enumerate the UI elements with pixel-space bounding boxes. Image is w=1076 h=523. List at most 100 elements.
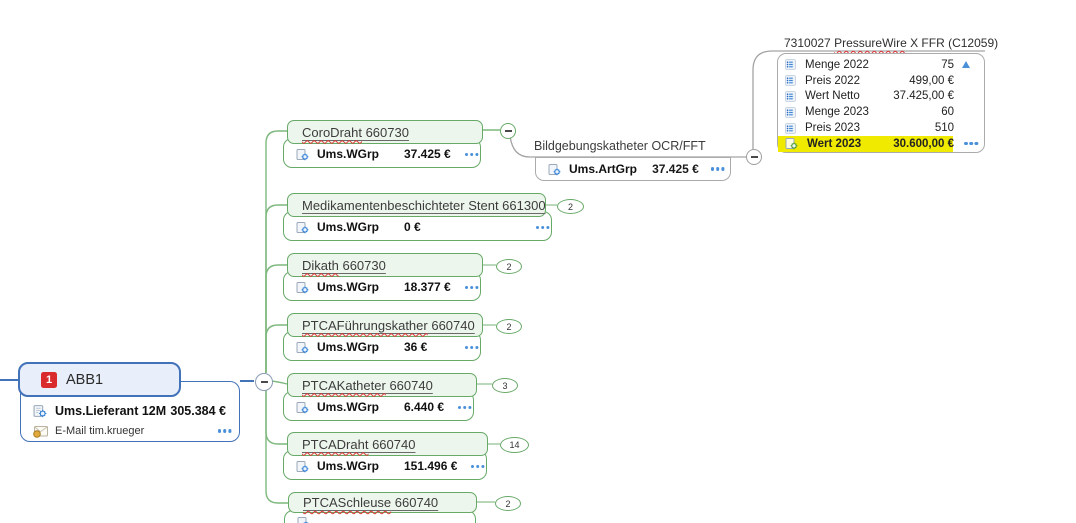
- property-label: Preis 2022: [805, 74, 860, 87]
- more-dots-icon[interactable]: [964, 142, 968, 146]
- topic-title: PTCAFührungskather 660740: [302, 317, 475, 333]
- topic-ptcakatheter[interactable]: PTCAKatheter 660740: [287, 373, 477, 397]
- property-value: 37.425 €: [652, 162, 699, 176]
- calc-icon: [785, 137, 798, 150]
- topic-title: PTCADraht 660740: [302, 436, 416, 452]
- topic-title: Medikamentenbeschichteter Stent 661300: [302, 197, 546, 213]
- property-row[interactable]: Ums.WGrp 151.496 €: [284, 455, 486, 477]
- topic-title: Dikath 660730: [302, 257, 386, 273]
- property-row[interactable]: Ums.WGrp 0 €: [284, 216, 551, 238]
- property-value: 0 €: [404, 220, 421, 234]
- email-icon: [33, 425, 48, 438]
- subtopic-count-badge[interactable]: 2: [496, 319, 522, 334]
- property-label: E-Mail tim.krueger: [55, 425, 145, 437]
- property-value: 75: [941, 58, 954, 71]
- topic-pressurewire-properties: Menge 2022 75 Preis 2022 499,00 € Wert N…: [777, 53, 985, 153]
- topic-title: PTCASchleuse 660740: [303, 495, 439, 510]
- property-value: 30.600,00 €: [893, 137, 954, 150]
- formula-icon: [296, 221, 309, 234]
- collapse-toggle-root[interactable]: [255, 373, 273, 391]
- topic-title: 7310027 PressureWire X FFR (C12059): [784, 36, 999, 50]
- more-dots-icon[interactable]: [457, 406, 461, 410]
- topic-corodraht[interactable]: CoroDraht 660730: [287, 120, 483, 144]
- property-label: Menge 2022: [805, 58, 869, 71]
- property-row-ums-lieferant[interactable]: Ums.Lieferant 12M 305.384 €: [21, 399, 239, 422]
- topic-ptcadraht[interactable]: PTCADraht 660740: [287, 432, 488, 456]
- formula-icon: [296, 401, 309, 414]
- topic-ptcafuehrungskather[interactable]: PTCAFührungskather 660740: [287, 313, 483, 337]
- more-dots-icon[interactable]: [464, 286, 468, 290]
- formula-icon: [296, 460, 309, 473]
- topic-title: CoroDraht 660730: [302, 124, 409, 140]
- property-label: Ums.WGrp: [317, 340, 380, 354]
- more-dots-icon[interactable]: [710, 167, 714, 171]
- formula-icon: [296, 341, 309, 354]
- more-dots-icon[interactable]: [464, 153, 468, 157]
- subtopic-count-badge[interactable]: 2: [495, 496, 521, 511]
- minus-icon: [750, 156, 758, 158]
- subtopic-count-badge[interactable]: 3: [492, 378, 518, 393]
- topic-pressurewire[interactable]: 7310027 PressureWire X FFR (C12059): [777, 36, 998, 50]
- list-icon: [785, 106, 796, 118]
- property-label: Preis 2023: [805, 122, 860, 135]
- property-label: Wert Netto: [805, 90, 860, 103]
- list-icon: [785, 75, 796, 87]
- formula-icon: [548, 163, 561, 176]
- property-value: 499,00 €: [909, 74, 954, 87]
- more-dots-icon[interactable]: [464, 346, 468, 350]
- subtopic-count-badge[interactable]: 14: [500, 437, 529, 453]
- topic-title: PTCAKatheter 660740: [302, 377, 433, 393]
- property-label: Ums.WGrp: [317, 220, 380, 234]
- list-icon: [785, 59, 796, 71]
- subtopic-count-badge[interactable]: 2: [496, 259, 522, 274]
- property-row[interactable]: Ums.WGrp 6.440 €: [284, 396, 473, 418]
- topic-dikath[interactable]: Dikath 660730: [287, 253, 483, 277]
- property-value: 510: [934, 122, 954, 135]
- property-value: 37.425,00 €: [893, 90, 954, 103]
- property-value: 37.425 €: [404, 147, 451, 161]
- property-label: Wert 2023: [807, 137, 862, 150]
- property-value: 18.377 €: [404, 280, 451, 294]
- formula-icon: [296, 281, 309, 294]
- more-dots-icon[interactable]: [535, 226, 539, 230]
- list-icon: [785, 122, 796, 134]
- priority-1-icon: 1: [41, 371, 57, 388]
- subtopic-count-badge[interactable]: 2: [557, 199, 584, 214]
- more-dots-icon[interactable]: [470, 465, 474, 469]
- collapse-toggle-bildgebungskatheter[interactable]: [746, 149, 762, 165]
- highlighted-property-row-wert-2023[interactable]: Wert 2023 30.600,00 €: [778, 135, 984, 152]
- property-value: 36 €: [404, 340, 428, 354]
- property-row-menge-2023[interactable]: Menge 2023 60: [778, 104, 984, 120]
- property-label: Ums.WGrp: [317, 459, 380, 473]
- formula-icon: [296, 148, 309, 161]
- topic-bildgebungskatheter-properties[interactable]: Ums.ArtGrp 37.425 €: [535, 157, 731, 181]
- property-label: Ums.WGrp: [317, 147, 380, 161]
- property-value: 6.440 €: [404, 400, 445, 414]
- topic-abb1[interactable]: 1 ABB1: [18, 362, 181, 397]
- property-label: Ums.WGrp: [317, 400, 380, 414]
- property-row-preis-2023[interactable]: Preis 2023 510: [778, 120, 984, 136]
- topic-ptcaschleuse[interactable]: PTCASchleuse 660740: [288, 492, 477, 513]
- property-row[interactable]: Ums.WGrp 18.377 €: [284, 276, 480, 298]
- topic-title: ABB1: [66, 371, 104, 388]
- property-value: 60: [941, 106, 954, 119]
- minus-icon: [504, 130, 512, 132]
- property-row[interactable]: Ums.WGrp 37.425 €: [284, 143, 480, 165]
- property-row-email[interactable]: E-Mail tim.krueger: [21, 422, 239, 440]
- property-row-menge-2022[interactable]: Menge 2022 75: [778, 57, 984, 73]
- property-row-wert-netto[interactable]: Wert Netto 37.425,00 €: [778, 89, 984, 105]
- property-row-preis-2022[interactable]: Preis 2022 499,00 €: [778, 73, 984, 89]
- property-label: Menge 2023: [805, 106, 869, 119]
- scroll-up-icon[interactable]: [962, 61, 970, 69]
- property-row[interactable]: Ums.WGrp 36 €: [284, 336, 480, 358]
- property-label: Ums.Lieferant 12M: [55, 403, 167, 418]
- topic-bildgebungskatheter[interactable]: Bildgebungskatheter OCR/FFT: [534, 139, 706, 153]
- more-dots-icon[interactable]: [217, 429, 221, 433]
- topic-stent[interactable]: Medikamentenbeschichteter Stent 661300: [287, 193, 546, 217]
- property-value: 305.384 €: [170, 403, 226, 418]
- property-label: Ums.WGrp: [317, 280, 380, 294]
- collapse-toggle-corodraht[interactable]: [500, 123, 516, 139]
- formula-icon: [297, 516, 310, 523]
